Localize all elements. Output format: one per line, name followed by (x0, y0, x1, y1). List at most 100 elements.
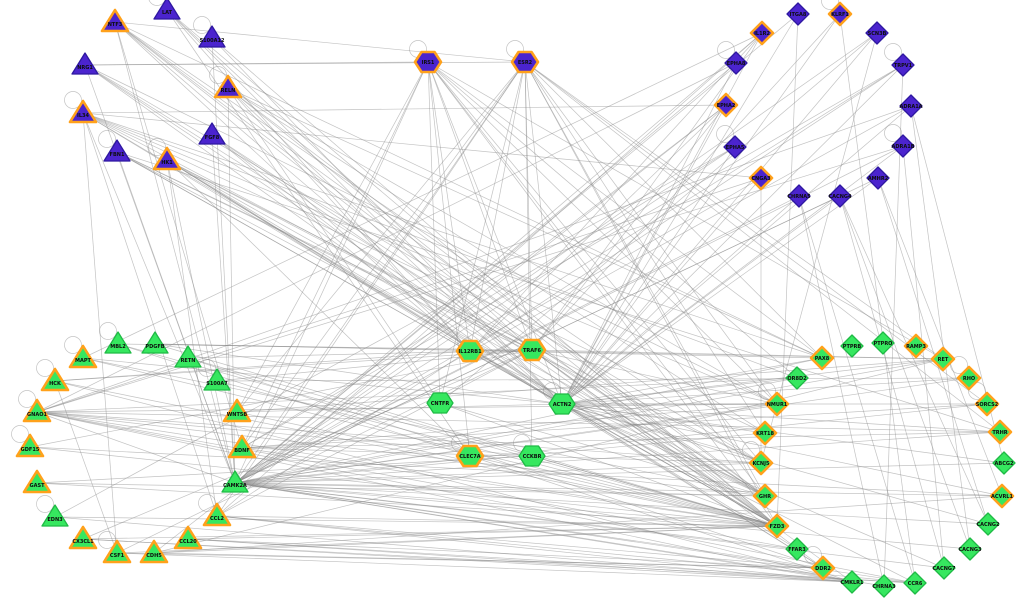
edge-EPHA5-ACTN2[interactable] (561, 146, 736, 405)
node-EPHA2[interactable]: EPHA2 (713, 92, 739, 118)
edge-CCL2-TRAF6[interactable] (216, 349, 533, 517)
node-GHR[interactable]: GHR (752, 483, 778, 509)
edge-NTF3-IL12RB1[interactable] (114, 21, 471, 352)
edge-CAMK2A-KCNJ5[interactable] (234, 462, 762, 484)
edge-IRS1-KCNJ5[interactable] (427, 61, 762, 464)
node-KLRF1[interactable]: KLRF1 (827, 1, 853, 27)
edge-HCK-IL12RB1[interactable] (54, 350, 471, 382)
edge-NRG1-ACTN2[interactable] (84, 64, 563, 405)
edge-CACNG4-CACNG7[interactable] (839, 195, 945, 569)
edge-LAT-CLEC7A[interactable] (166, 9, 471, 457)
node-HK1[interactable]: HK1 (152, 146, 182, 171)
edge-CNTFR-GHR[interactable] (439, 402, 766, 497)
edge-CAMK2A-SORCS2[interactable] (234, 403, 988, 484)
edge-ACTN2-ABCG2[interactable] (561, 403, 1005, 464)
edge-S100A7-FZD3[interactable] (216, 380, 778, 527)
edge-MAPT-ACTN2[interactable] (82, 357, 563, 405)
node-NTF3[interactable]: NTF3 (100, 8, 130, 33)
node-ACVRL1[interactable]: ACVRL1 (989, 483, 1015, 509)
edge-GNAO1-OR8D2[interactable] (36, 377, 798, 413)
node-KRT18[interactable]: KRT18 (752, 420, 778, 446)
edge-HCK-CMKLR1[interactable] (54, 380, 853, 583)
edge-CAMK2A-CACNG3[interactable] (234, 482, 971, 550)
edge-CSF1-TRAF6[interactable] (116, 349, 533, 554)
edge-TRPV1-CCL2[interactable] (216, 64, 904, 517)
edge-CAMK2A-GHR[interactable] (234, 482, 766, 497)
node-CCL2[interactable]: CCL2 (202, 502, 232, 527)
node-CACNG2[interactable]: CACNG2 (976, 512, 1000, 536)
node-ACTN2[interactable]: ACTN2 (548, 393, 576, 415)
edge-HCK-FZD3[interactable] (54, 380, 778, 527)
edge-CNGA3-ACTN2[interactable] (561, 177, 762, 405)
edge-BDNF-SORCS2[interactable] (241, 403, 988, 449)
edge-RELN-IL12RB1[interactable] (227, 87, 471, 352)
node-TRHR[interactable]: TRHR (987, 419, 1013, 445)
edge-ESR2-KRT18[interactable] (524, 61, 766, 434)
edge-IRS1-BDNF[interactable] (241, 61, 429, 449)
edge-IL12RB1-GHR[interactable] (469, 350, 766, 497)
edge-CACNG4-ACTN2[interactable] (561, 195, 841, 405)
edge-ESR2-ACTN2[interactable] (524, 61, 563, 405)
edge-GAST-GHR[interactable] (36, 482, 766, 497)
self-loop-edge-S100A7[interactable] (198, 359, 216, 377)
edge-ACTN2-CCR6[interactable] (561, 403, 916, 584)
node-RET[interactable]: RET (930, 346, 956, 372)
edge-CACNG4-CACNG3[interactable] (839, 195, 971, 550)
edge-IRS1-CLEC7A[interactable] (427, 61, 471, 457)
node-GNAO1[interactable]: GNAO1 (22, 398, 52, 423)
edge-KLRF1-TRAF6[interactable] (531, 13, 841, 351)
edge-ESR2-TRHR[interactable] (524, 61, 1001, 433)
edge-CCKBR-FZD3[interactable] (531, 455, 778, 527)
edge-IL34-PAX8[interactable] (82, 112, 823, 359)
edge-GNAO1-CAMK2A[interactable] (36, 411, 236, 484)
edge-ADRA1A-ACTN2[interactable] (561, 105, 912, 405)
node-CACNG3[interactable]: CACNG3 (958, 537, 982, 561)
self-loop-edge-HCK[interactable] (36, 359, 54, 377)
edge-CDH5-ACVRL1[interactable] (153, 495, 1003, 554)
self-loop-edge-MAPT[interactable] (64, 336, 82, 354)
edge-FGF8-ACTN2[interactable] (211, 134, 563, 405)
edge-CCL20-FZD3[interactable] (187, 525, 778, 540)
edge-CHRNA5-CHRNA3[interactable] (798, 195, 885, 587)
edge-ACTN2-RET[interactable] (561, 358, 944, 405)
edge-FBN1-ACTN2[interactable] (116, 151, 563, 405)
edge-CHRNA5-ACTN2[interactable] (561, 195, 800, 405)
edge-AMHR2-ACTN2[interactable] (561, 177, 879, 405)
edge-MBL2-FZD3[interactable] (117, 343, 778, 527)
node-FFAR3[interactable]: FFAR3 (785, 537, 809, 561)
node-CAMK2A[interactable]: CAMK2A (221, 470, 249, 493)
edge-IRS1-CAMK2A[interactable] (234, 61, 429, 484)
edge-CAMK2A-ABCG2[interactable] (234, 462, 1005, 484)
edge-CX3CL1-TRAF6[interactable] (82, 349, 533, 540)
node-CLEC7A[interactable]: CLEC7A (455, 444, 485, 468)
self-loop-edge-RELN[interactable] (209, 66, 227, 84)
self-loop-edge-KCNJ5[interactable] (742, 441, 760, 459)
edge-GDF15-FZD3[interactable] (29, 446, 778, 527)
edge-BDNF-FZD3[interactable] (241, 447, 778, 527)
edge-CDH5-RET[interactable] (153, 358, 944, 554)
edge-NTF3-CAMK2A[interactable] (114, 21, 236, 484)
node-FZD3[interactable]: FZD3 (764, 513, 790, 539)
edge-ESR2-CCL2[interactable] (216, 61, 526, 517)
edge-FGF8-GHR[interactable] (211, 134, 766, 497)
edge-CSF1-CMKLR1[interactable] (116, 552, 853, 583)
edge-WNT5B-RET[interactable] (236, 358, 944, 413)
self-loop-edge-CCL2[interactable] (198, 494, 216, 512)
edge-EPHA2-CAMK2A[interactable] (234, 104, 727, 484)
edge-HK1-CLEC7A[interactable] (166, 159, 471, 457)
edge-CACNG4-CACNG2[interactable] (839, 195, 989, 525)
edge-NTF3-ESR2[interactable] (114, 21, 526, 63)
edge-IL34-NMUR1[interactable] (82, 112, 778, 405)
node-PTPRO[interactable]: PTPRO (871, 331, 895, 355)
edge-GNAO1-FZD3[interactable] (36, 411, 778, 527)
edge-GNAO1-TRHR[interactable] (36, 411, 1001, 433)
node-CACNG4[interactable]: CACNG4 (828, 184, 852, 208)
self-loop-edge-S100A12[interactable] (193, 16, 211, 34)
edge-AMHR2-CACNG2[interactable] (877, 177, 989, 525)
node-CMKLR1[interactable]: CMKLR1 (840, 570, 864, 594)
self-loop-edge-NMUR1[interactable] (758, 382, 776, 400)
edge-FGF8-CAMK2A[interactable] (211, 134, 236, 484)
edge-CDH5-DDR2[interactable] (153, 552, 824, 569)
edge-TRAF6-GHR[interactable] (531, 349, 766, 497)
node-SCN3B[interactable]: SCN3B (865, 21, 889, 45)
